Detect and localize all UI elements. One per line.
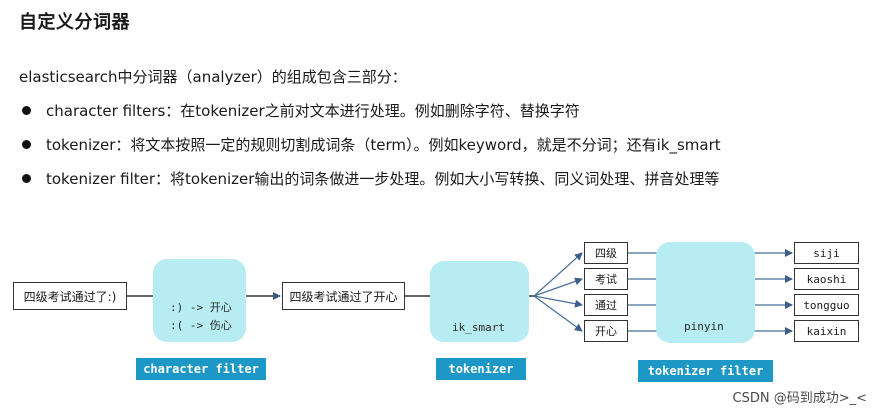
character-filter-block: [153, 259, 246, 342]
bullet-text: character filters：在tokenizer之前对文本进行处理。例如…: [46, 102, 580, 120]
filtered-text-box: 四级考试通过了开心: [282, 282, 405, 310]
bullet-text: tokenizer filter：将tokenizer输出的词条做进一步处理。例…: [46, 170, 720, 188]
token-box: 开心: [584, 320, 628, 342]
output-text: siji: [813, 246, 840, 260]
char-filter-rule: :( -> 伤心: [170, 319, 232, 332]
list-item: tokenizer filter：将tokenizer输出的词条做进一步处理。例…: [19, 168, 721, 202]
fan-arrow: [533, 295, 583, 332]
output-text: kaoshi: [806, 272, 847, 286]
tokenizer-filter-label: tokenizer filter: [638, 360, 773, 382]
fan-arrow: [533, 277, 583, 297]
char-filter-rule: :) -> 开心: [170, 301, 232, 314]
component-list: character filters：在tokenizer之前对文本进行处理。例如…: [19, 100, 721, 202]
output-text: tongguo: [803, 298, 850, 312]
bullet-text: tokenizer：将文本按照一定的规则切割成词条（term）。例如keywor…: [46, 136, 721, 154]
bullet-dot-icon: [22, 174, 31, 183]
token-text: 考试: [595, 273, 617, 286]
intro-text: elasticsearch中分词器（analyzer）的组成包含三部分：: [19, 68, 407, 86]
output-text: kaixin: [806, 324, 847, 338]
fan-arrow: [533, 252, 583, 297]
list-item: character filters：在tokenizer之前对文本进行处理。例如…: [19, 100, 721, 134]
token-text: 开心: [595, 325, 617, 338]
tokenizer-name: ik_smart: [452, 321, 505, 334]
output-box: tongguo: [794, 294, 859, 316]
output-box: kaoshi: [794, 268, 859, 290]
token-filter-name: pinyin: [684, 320, 724, 333]
tokenizer-block: [430, 261, 529, 342]
filtered-text: 四级考试通过了开心: [289, 289, 398, 304]
watermark: CSDN @码到成功>_<: [732, 391, 867, 406]
bullet-dot-icon: [22, 140, 31, 149]
input-text-box: 四级考试通过了:): [13, 282, 127, 310]
fan-arrow: [533, 295, 583, 308]
token-text: 四级: [595, 247, 617, 260]
token-box: 通过: [584, 294, 628, 316]
input-text: 四级考试通过了:): [23, 289, 117, 304]
token-box: 四级: [584, 242, 628, 264]
tokenizer-label: tokenizer: [436, 358, 526, 380]
list-item: tokenizer：将文本按照一定的规则切割成词条（term）。例如keywor…: [19, 134, 721, 168]
character-filter-label: character filter: [136, 358, 266, 380]
page-title: 自定义分词器: [19, 12, 130, 33]
token-box: 考试: [584, 268, 628, 290]
tokenizer-filter-block: [656, 242, 755, 343]
bullet-dot-icon: [22, 106, 31, 115]
output-box: kaixin: [794, 320, 859, 342]
token-text: 通过: [595, 299, 617, 312]
output-box: siji: [794, 242, 859, 264]
